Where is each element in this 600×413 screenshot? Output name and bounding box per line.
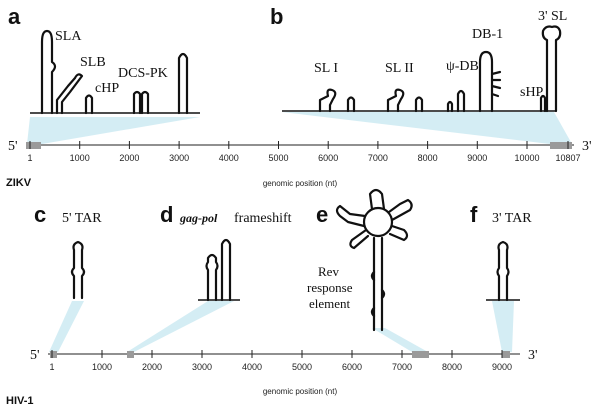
zikv-5prime-tall-hairpin [177,52,189,115]
zikv-tick-label: 9000 [467,153,487,163]
rre-lower-right-arm [388,224,409,242]
sl1-small-hairpin [346,96,356,113]
dcs-pk-pseudoknot-left [132,90,142,115]
gag-pol-frameshift-tall-hairpin [220,238,232,302]
hiv-5prime-tar-marker [50,351,57,358]
hiv-rre-marker [412,351,429,358]
chp-label: cHP [95,81,119,96]
hiv-tick-label: 9000 [492,362,512,372]
sl2-stem-loop [386,88,405,113]
hiv-5prime-end-label: 5' [30,348,40,363]
zikv-tick-label: 2000 [119,153,139,163]
rre-label-line-3: element [309,296,351,311]
sl2-small-hairpin [414,96,424,113]
zikv-3prime-region-marker [550,142,572,149]
sl2-label: SL II [385,61,414,76]
hiv-tick-label: 4000 [242,362,262,372]
hiv-genome-label: HIV-1 [6,395,34,407]
panel-b-letter: b [270,4,283,29]
hiv-tick-label: 3000 [192,362,212,372]
hiv-tick-label: 1000 [92,362,112,372]
slb-stem-loop [55,73,84,115]
zikv-tick-label: 10807 [555,153,580,163]
hiv-rre-wedge [372,328,428,352]
hiv-5prime-tar-wedge [49,301,84,352]
zikv-tick-label: 5000 [268,153,288,163]
panel-a-structures [30,29,200,115]
dcs-pk-pseudoknot-right [140,90,150,115]
hiv-tick-label: 8000 [442,362,462,372]
five-prime-tar-label: 5' TAR [62,211,102,226]
hiv-3prime-end-label: 3' [528,348,538,363]
hiv-tick-label: 2000 [142,362,162,372]
psi-db-dumbbell [456,89,466,113]
sl1-stem-loop [318,88,337,113]
rre-left-arm [335,204,367,228]
hiv-3prime-tar-wedge [492,301,514,352]
three-prime-sl-label: 3' SL [538,9,567,24]
db1-label: DB-1 [472,27,503,42]
chp-hairpin [84,94,94,115]
panel-d-letter: d [160,202,173,227]
zikv-5prime-end-label: 5' [8,139,18,154]
zikv-tick-label: 8000 [418,153,438,163]
rre-upper-right-arm [387,198,413,222]
hiv-tick-label: 7000 [392,362,412,372]
zikv-tick-label: 1000 [70,153,90,163]
hiv-tick-label: 1 [49,362,54,372]
panel-c-letter: c [34,202,46,227]
hiv-tick-label: 5000 [292,362,312,372]
zikv-axis-title: genomic position (nt) [263,179,338,188]
db1-side-lobes [490,70,502,98]
hiv-genome-axis: 1 1000 2000 3000 4000 5000 6000 7000 8000 9000 [48,350,520,372]
db1-dumbbell [478,50,494,113]
psi-db-label: ψ-DB [446,59,479,74]
dcs-pk-label: DCS-PK [118,66,168,81]
rre-label-line-1: Rev [318,264,339,279]
three-prime-sl-stem-loop [541,25,562,113]
slb-label: SLB [80,55,106,70]
hiv-3prime-tar-marker [502,351,510,358]
gag-pol-italic-label: gag-pol [179,211,218,225]
rre-stem-bulges [370,270,386,318]
panel-e-letter: e [316,202,328,227]
hiv-tick-label: 6000 [342,362,362,372]
three-prime-tar-label: 3' TAR [492,211,532,226]
zikv-5prime-region-marker [26,142,41,149]
rre-lower-left-arm [349,228,370,250]
zikv-genome-axis: 1 1000 2000 3000 4000 5000 6000 7000 8000 9000 100… [26,141,581,163]
zikv-tick-label: 1 [27,153,32,163]
hiv-gag-pol-wedge [127,301,234,352]
zikv-genome-label: ZIKV [6,177,32,189]
shp-label: sHP [520,85,544,100]
panel-b-structures [282,25,562,113]
zikv-5prime-region-wedge [27,117,200,144]
panel-a-letter: a [8,4,21,29]
zikv-3prime-end-label: 3' [582,139,592,154]
psi-db-small-hairpin [446,100,454,113]
sla-label: SLA [55,29,82,44]
sla-stem-loop [40,29,57,115]
zikv-tick-label: 6000 [318,153,338,163]
zikv-3prime-region-wedge [282,112,572,144]
zikv-tick-label: 3000 [169,153,189,163]
sl1-label: SL I [314,61,338,76]
frameshift-label: frameshift [234,211,292,226]
shp-hairpin [539,94,547,113]
rre-structure [335,188,413,332]
zikv-tick-label: 7000 [368,153,388,163]
gag-pol-frameshift-short-hairpin [205,253,219,302]
rre-top-arm [368,188,386,211]
hiv-gag-pol-marker [127,351,134,358]
five-prime-tar-hairpin [70,240,86,300]
rre-central-junction [362,206,394,238]
zikv-tick-label: 4000 [219,153,239,163]
rre-label-line-2: response [307,280,353,295]
hiv-axis-title: genomic position (nt) [263,387,338,396]
rre-long-stem [372,236,384,332]
zikv-tick-label: 10000 [514,153,539,163]
three-prime-tar-hairpin [496,240,510,302]
panel-f-letter: f [470,202,478,227]
